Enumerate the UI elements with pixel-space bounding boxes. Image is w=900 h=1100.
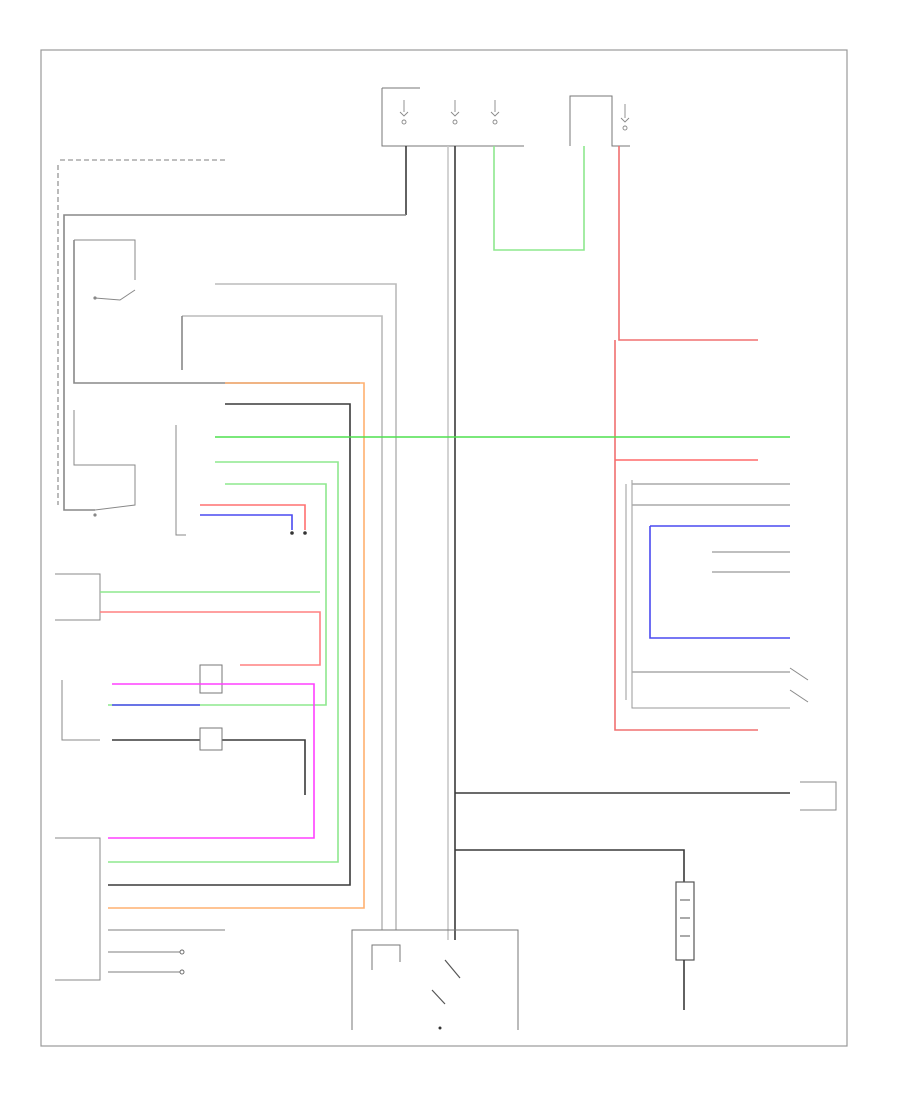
unit-combination (61, 664, 315, 839)
unit-stop-pcm (455, 781, 837, 811)
fuse-box-secondary (569, 95, 630, 147)
stop-switch-1 (74, 239, 136, 301)
wire-green-long (108, 436, 790, 863)
unit-ecm (55, 837, 225, 981)
wire-green-loop (493, 146, 585, 251)
battery (455, 849, 695, 1010)
lamp-left (175, 425, 307, 536)
wire-orange (108, 382, 365, 909)
unit-abs-modulator (55, 573, 321, 666)
wire-gray-left (57, 159, 406, 930)
wire-red-right (614, 146, 758, 731)
unit-right-cluster (625, 480, 809, 709)
fuse-icon (399, 100, 500, 125)
ignition-switch (351, 929, 519, 1030)
stop-switch-2 (73, 410, 136, 517)
fuse-box-main (381, 87, 524, 147)
diagram-frame (40, 49, 848, 1047)
wire-black-left (108, 403, 351, 886)
wire-black-main (405, 146, 456, 940)
